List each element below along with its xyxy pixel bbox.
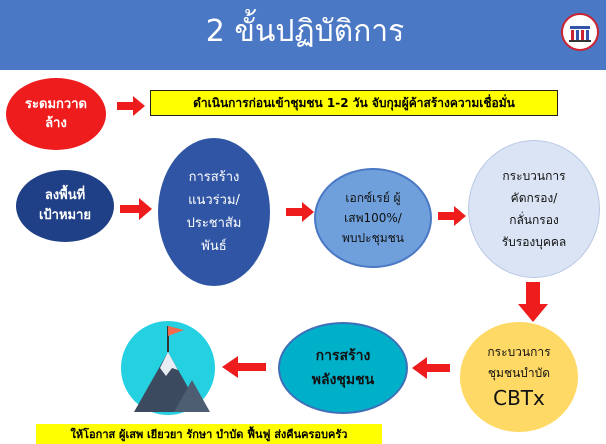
header-bar [0,0,606,70]
target-area-node: ลงพื้นที่ เป้าหมาย [16,170,114,242]
community-empowerment-node: การสร้าง พลังชุมชน [278,322,408,414]
survey-label: ระดมกวาด ล้าง [25,97,87,131]
screening-node: กระบวนการ คัดกรอง/ กลั่นกรอง รับรองบุคคล [468,140,600,278]
bottom-banner-text: ให้โอกาส ผู้เสพ เยียวยา รักษา บำบัด ฟื้น… [70,428,348,441]
community-empowerment-label: การสร้าง พลังชุมชน [311,348,375,388]
cbtx-prefix-label: กระบวนการ ชุมชนบำบัด [487,345,551,380]
mountain-flag-icon [121,321,215,415]
arrow-down-icon [518,282,548,322]
arrow-right-icon [117,96,145,116]
screening-label: กระบวนการ คัดกรอง/ กลั่นกรอง รับรองบุคคล [501,169,567,249]
arrow-right-icon [120,198,152,220]
top-banner: ดำเนินการก่อนเข้าชุมชน 1-2 วัน จับกุมผู้… [150,90,558,116]
network-building-node: การสร้าง แนวร่วม/ ประชาสัม พันธ์ [158,138,270,286]
outreach-label: เอกซ์เรย์ ผู้ เสพ100%/ พบปะชุมชน [342,191,404,245]
cbtx-node: กระบวนการ ชุมชนบำบัด CBTx [460,322,578,432]
arrow-left-icon [412,357,450,379]
survey-node: ระดมกวาด ล้าง [6,78,106,150]
page-title: 2 ขั้นปฏิบัติการ [205,14,405,49]
network-building-label: การสร้าง แนวร่วม/ ประชาสัม พันธ์ [186,170,242,254]
institution-logo-icon [561,13,599,51]
cbtx-main-label: CBTx [493,386,545,410]
target-area-label: ลงพื้นที่ เป้าหมาย [38,188,92,223]
arrow-right-icon [438,206,466,226]
top-banner-text: ดำเนินการก่อนเข้าชุมชน 1-2 วัน จับกุมผู้… [193,95,515,110]
outreach-node: เอกซ์เรย์ ผู้ เสพ100%/ พบปะชุมชน [314,168,432,268]
arrow-left-icon [222,356,266,378]
bottom-banner: ให้โอกาส ผู้เสพ เยียวยา รักษา บำบัด ฟื้น… [36,424,382,444]
arrow-right-icon [286,202,314,222]
